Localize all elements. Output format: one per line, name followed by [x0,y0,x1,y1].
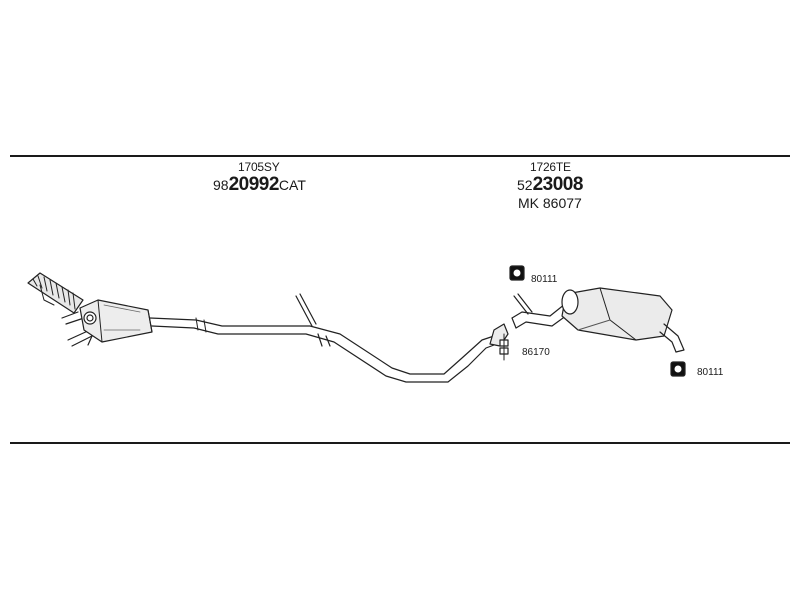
clamp-ref: 86170 [522,347,550,358]
rear-section-extra-label: MK 86077 [518,195,582,211]
main-pipe [149,293,503,383]
rubber-hanger-top-icon [509,265,525,281]
front-part-prefix: 98 [213,177,229,193]
rear-section-code: 1726TE [530,160,571,174]
front-section-code: 1705SY [238,160,280,174]
rear-inlet-pipe [511,293,575,329]
front-part-suffix: CAT [278,177,306,193]
rear-part-prefix: 52 [517,177,533,193]
pipe-clamp [499,333,509,361]
hanger-right-ref: 80111 [697,367,724,378]
hanger-top-ref: 80111 [531,274,558,285]
front-section-part-number: 9820992CAT [213,174,306,196]
rear-part-number: 23008 [532,174,584,195]
catalytic-converter [79,299,153,343]
top-divider-line [10,155,790,157]
rubber-hanger-right-icon [670,361,686,377]
flex-pipe [27,272,84,314]
rear-muffler [561,287,685,353]
front-part-number: 20992 [228,174,280,195]
rear-section-part-number: 5223008 [517,174,583,196]
bottom-divider-line [10,442,790,444]
